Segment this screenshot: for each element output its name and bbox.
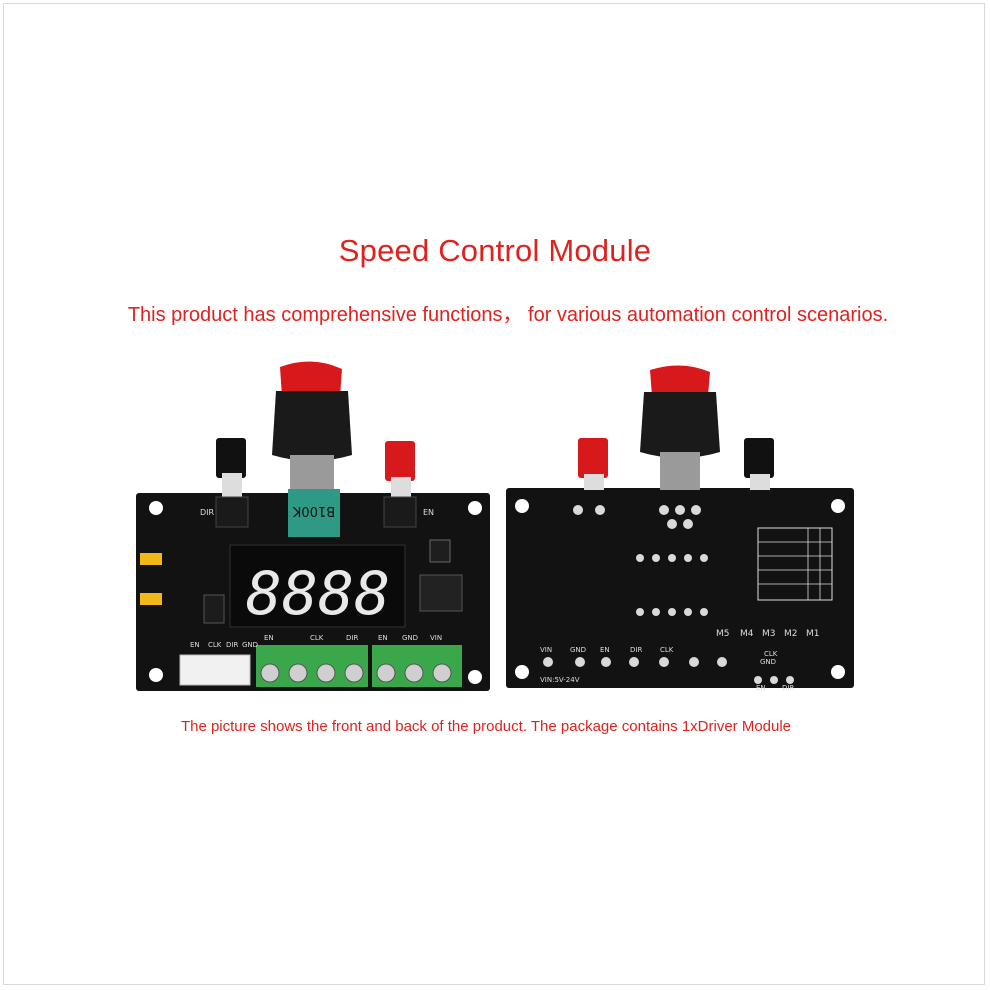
red-button-base — [383, 496, 417, 528]
mode-label: M5 — [716, 629, 730, 639]
red-button-cap — [385, 441, 415, 481]
terminal-label: VIN — [430, 634, 442, 642]
terminal-label: EN — [264, 634, 274, 642]
red-button-stem — [584, 474, 604, 490]
jumper — [140, 593, 162, 605]
mode-label: M1 — [806, 629, 820, 639]
page-title: Speed Control Module — [338, 233, 652, 268]
mode-label: M2 — [784, 629, 798, 639]
black-button-base — [215, 496, 249, 528]
terminal-label: GND — [402, 634, 418, 642]
dir-pad-label: DIR — [200, 508, 215, 517]
potentiometer — [288, 489, 340, 537]
back-pcb — [506, 488, 854, 688]
right-pin-label: CLK — [764, 650, 778, 658]
mounting-hole — [149, 668, 163, 682]
knob-red-top — [280, 361, 342, 397]
terminal-label: EN — [378, 634, 388, 642]
mounting-hole — [515, 499, 529, 513]
red-button-stem — [391, 477, 411, 499]
black-button-cap — [216, 438, 246, 478]
back-board-photo: M5 M4 M3 M2 M1 VIN GND EN DIR CLK VIN:5V… — [506, 365, 854, 692]
red-button-cap — [578, 438, 608, 478]
potentiometer-label: B100K — [292, 503, 335, 518]
voltage-label: VIN:5V-24V — [540, 676, 580, 684]
jst-connector — [179, 654, 251, 686]
terminal-label: EN — [190, 641, 200, 649]
led-display — [229, 544, 406, 628]
terminal-label: CLK — [660, 646, 674, 654]
mounting-hole — [149, 501, 163, 515]
knob-shaft — [290, 455, 334, 495]
terminal-label: CLK — [310, 634, 324, 642]
mounting-hole — [515, 665, 529, 679]
mode-label: M3 — [762, 629, 776, 639]
regulator-chip — [419, 574, 463, 612]
black-button-cap — [744, 438, 774, 478]
photo-caption: The picture shows the front and back of … — [180, 718, 792, 735]
mounting-hole — [831, 499, 845, 513]
en-pad-label: EN — [423, 508, 434, 517]
knob-body — [272, 391, 352, 461]
black-button-stem — [222, 473, 242, 499]
mounting-hole — [468, 501, 482, 515]
mode-table — [757, 527, 833, 601]
knob-shaft — [660, 452, 700, 490]
terminal-label: DIR — [630, 646, 642, 654]
capacitor — [429, 539, 451, 563]
terminal-label: DIR — [226, 641, 238, 649]
image-frame — [3, 3, 985, 985]
jumper — [140, 553, 162, 565]
knob-red-top — [650, 365, 710, 396]
terminal-label: DIR — [346, 634, 358, 642]
mode-label: M4 — [740, 629, 754, 639]
terminal-label: CLK — [208, 641, 222, 649]
right-pin-label: GND — [760, 658, 776, 666]
page-subtitle: This product has comprehensive functions… — [127, 304, 889, 326]
knob-body — [640, 392, 720, 458]
terminal-label: EN — [600, 646, 610, 654]
terminal-label: GND — [570, 646, 586, 654]
mounting-hole — [831, 665, 845, 679]
terminal-label: VIN — [540, 646, 552, 654]
black-button-stem — [750, 474, 770, 490]
right-pin-label: EN — [756, 684, 766, 692]
mounting-hole — [468, 670, 482, 684]
front-board-photo: DIR EN B100K 8888 EN CLK DIR GND EN CLK … — [136, 361, 490, 691]
terminal-label: GND — [242, 641, 258, 649]
led-digits: 8888 — [246, 559, 391, 629]
ic-chip — [203, 594, 225, 624]
right-pin-label: DIR — [782, 684, 794, 692]
